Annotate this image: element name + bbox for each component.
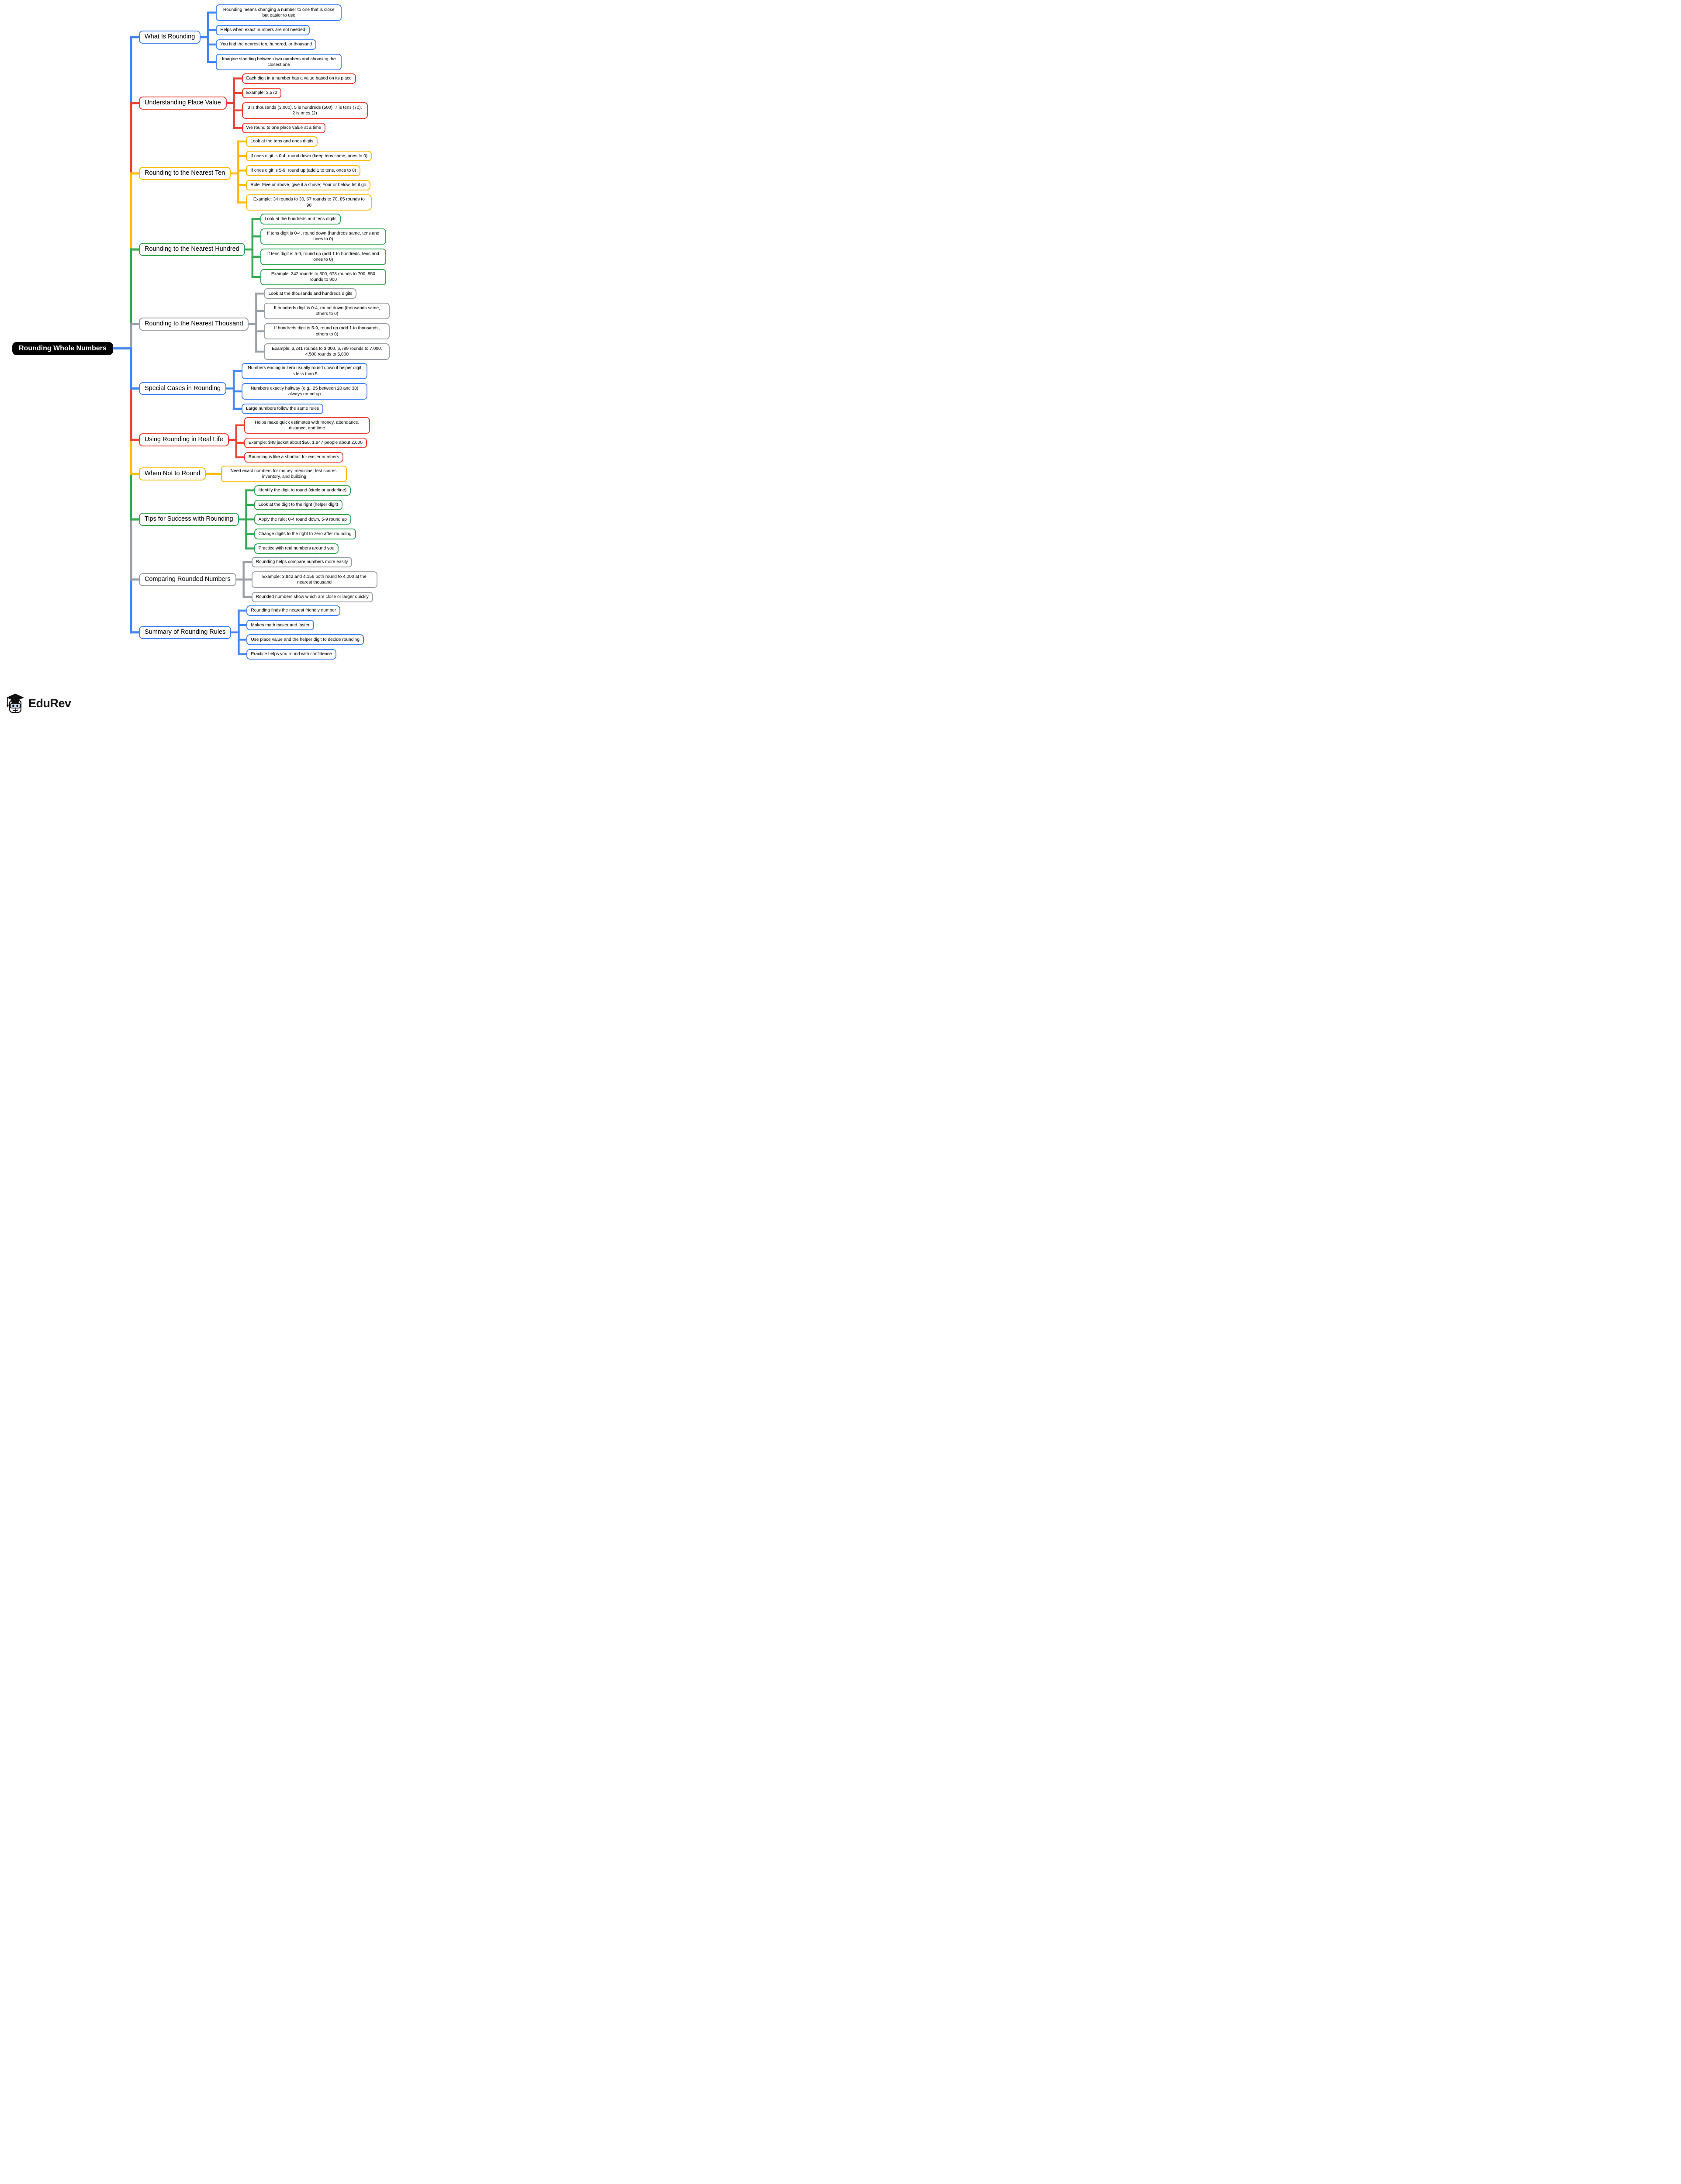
branch-label-special-cases-in-rounding[interactable]: Special Cases in Rounding bbox=[139, 382, 227, 395]
child-node[interactable]: Need exact numbers for money, medicine, … bbox=[221, 466, 347, 482]
children-of-comparing-rounded-numbers: Rounding helps compare numbers more easi… bbox=[251, 556, 377, 602]
child-node[interactable]: Apply the rule: 0-4 round down, 5-9 roun… bbox=[254, 514, 351, 525]
branch-special-cases-in-rounding: Special Cases in Rounding Numbers ending … bbox=[139, 363, 390, 414]
central-topic[interactable]: Rounding Whole Numbers bbox=[12, 342, 113, 355]
child-node[interactable]: Look at the tens and ones digits bbox=[246, 136, 318, 147]
child-node[interactable]: Example: 342 rounds to 300, 678 rounds t… bbox=[260, 269, 386, 285]
children-of-using-rounding-in-real-life: Helps make quick estimates with money, a… bbox=[244, 417, 370, 463]
child-node[interactable]: Example: 3,241 rounds to 3,000, 6,789 ro… bbox=[264, 343, 390, 360]
connector-lines bbox=[112, 11, 266, 655]
child-node[interactable]: You find the nearest ten, hundred, or th… bbox=[216, 39, 317, 50]
children-of-rounding-to-the-nearest-ten: Look at the tens and ones digits If ones … bbox=[246, 136, 372, 211]
child-node[interactable]: If ones digit is 0-4, round down (keep t… bbox=[246, 151, 372, 162]
children-of-tips-for-success-with-rounding: Identify the digit to round (circle or u… bbox=[254, 485, 356, 554]
child-node[interactable]: Example: 3,842 and 4,156 both round to 4… bbox=[251, 571, 377, 588]
child-node[interactable]: Look at the thousands and hundreds digit… bbox=[264, 288, 357, 299]
child-node[interactable]: Helps make quick estimates with money, a… bbox=[244, 417, 370, 434]
child-node[interactable]: If hundreds digit is 5-9, round up (add … bbox=[264, 323, 390, 340]
child-node[interactable]: Makes math easier and faster bbox=[246, 620, 314, 631]
branch-summary-of-rounding-rules: Summary of Rounding Rules Rounding finds … bbox=[139, 605, 390, 660]
child-node[interactable]: Identify the digit to round (circle or u… bbox=[254, 485, 351, 496]
children-of-rounding-to-the-nearest-hundred: Look at the hundreds and tens digits If t… bbox=[260, 214, 386, 285]
branch-rounding-to-the-nearest-ten: Rounding to the Nearest Ten Look at the t… bbox=[139, 136, 390, 211]
child-node[interactable]: Numbers ending in zero usually round dow… bbox=[242, 363, 368, 380]
child-node[interactable]: Rule: Five or above, give it a shove; Fo… bbox=[246, 180, 371, 190]
branch-label-when-not-to-round[interactable]: When Not to Round bbox=[139, 467, 206, 480]
child-node[interactable]: Example: 3,572 bbox=[242, 87, 282, 98]
child-node[interactable]: Each digit in a number has a value based… bbox=[242, 73, 356, 84]
child-node[interactable]: Rounding finds the nearest friendly numb… bbox=[246, 605, 341, 616]
children-of-summary-of-rounding-rules: Rounding finds the nearest friendly numb… bbox=[246, 605, 364, 660]
branch-comparing-rounded-numbers: Comparing Rounded Numbers Rounding helps … bbox=[139, 556, 390, 602]
child-node[interactable]: Rounding means changing a number to one … bbox=[216, 4, 342, 21]
branch-rounding-to-the-nearest-thousand: Rounding to the Nearest Thousand Look at … bbox=[139, 288, 390, 360]
branch-label-summary-of-rounding-rules[interactable]: Summary of Rounding Rules bbox=[139, 625, 232, 639]
child-node[interactable]: Rounded numbers show which are close or … bbox=[251, 591, 373, 602]
branch-rounding-to-the-nearest-hundred: Rounding to the Nearest Hundred Look at t… bbox=[139, 214, 390, 285]
children-of-when-not-to-round: Need exact numbers for money, medicine, … bbox=[221, 466, 347, 482]
child-node[interactable]: Numbers exactly halfway (e.g., 25 betwee… bbox=[242, 383, 368, 400]
child-node[interactable]: Practice with real numbers around you bbox=[254, 543, 339, 554]
edurev-logo-text: EduRev bbox=[28, 696, 71, 710]
child-node[interactable]: Rounding helps compare numbers more easi… bbox=[251, 556, 353, 567]
branch-label-rounding-to-the-nearest-hundred[interactable]: Rounding to the Nearest Hundred bbox=[139, 243, 245, 256]
child-node[interactable]: Helps when exact numbers are not needed bbox=[216, 24, 310, 35]
children-of-understanding-place-value: Each digit in a number has a value based… bbox=[242, 73, 368, 133]
child-node[interactable]: 3 is thousands (3,000), 5 is hundreds (5… bbox=[242, 102, 368, 119]
child-node[interactable]: If tens digit is 0-4, round down (hundre… bbox=[260, 228, 386, 245]
branch-understanding-place-value: Understanding Place Value Each digit in a… bbox=[139, 73, 390, 133]
child-node[interactable]: If hundreds digit is 0-4, round down (th… bbox=[264, 303, 390, 319]
child-node[interactable]: Example: 34 rounds to 30, 67 rounds to 7… bbox=[246, 194, 372, 211]
branch-label-using-rounding-in-real-life[interactable]: Using Rounding in Real Life bbox=[139, 433, 229, 446]
edurev-logo: EduRev bbox=[6, 693, 71, 713]
child-node[interactable]: Look at the digit to the right (helper d… bbox=[254, 499, 342, 510]
children-of-rounding-to-the-nearest-thousand: Look at the thousands and hundreds digit… bbox=[264, 288, 390, 360]
children-of-what-is-rounding: Rounding means changing a number to one … bbox=[216, 4, 342, 70]
branch-label-tips-for-success-with-rounding[interactable]: Tips for Success with Rounding bbox=[139, 513, 239, 526]
branch-using-rounding-in-real-life: Using Rounding in Real Life Helps make qu… bbox=[139, 417, 390, 463]
child-node[interactable]: Look at the hundreds and tens digits bbox=[260, 214, 341, 225]
branch-label-what-is-rounding[interactable]: What Is Rounding bbox=[139, 31, 201, 44]
branch-tips-for-success-with-rounding: Tips for Success with Rounding Identify t… bbox=[139, 485, 390, 554]
branch-when-not-to-round: When Not to Round Need exact numbers for … bbox=[139, 466, 390, 482]
child-node[interactable]: Example: $48 jacket about $50, 1,847 peo… bbox=[244, 437, 367, 448]
branch-label-rounding-to-the-nearest-ten[interactable]: Rounding to the Nearest Ten bbox=[139, 167, 231, 180]
child-node[interactable]: If tens digit is 5-9, round up (add 1 to… bbox=[260, 249, 386, 265]
child-node[interactable]: Rounding is like a shortcut for easier n… bbox=[244, 452, 343, 463]
child-node[interactable]: Use place value and the helper digit to … bbox=[246, 634, 364, 645]
branch-label-comparing-rounded-numbers[interactable]: Comparing Rounded Numbers bbox=[139, 573, 236, 586]
branch-label-rounding-to-the-nearest-thousand[interactable]: Rounding to the Nearest Thousand bbox=[139, 318, 249, 331]
children-of-special-cases-in-rounding: Numbers ending in zero usually round dow… bbox=[242, 363, 368, 414]
child-node[interactable]: Imagine standing between two numbers and… bbox=[216, 54, 342, 70]
branch-what-is-rounding: What Is Rounding Rounding means changing … bbox=[139, 4, 390, 70]
branch-label-understanding-place-value[interactable]: Understanding Place Value bbox=[139, 97, 227, 110]
child-node[interactable]: We round to one place value at a time bbox=[242, 122, 326, 133]
edurev-mascot-icon bbox=[7, 694, 24, 713]
branches-container: What Is Rounding Rounding means changing … bbox=[139, 4, 390, 660]
child-node[interactable]: Large numbers follow the same rules bbox=[242, 403, 324, 414]
child-node[interactable]: If ones digit is 5-9, round up (add 1 to… bbox=[246, 165, 361, 176]
child-node[interactable]: Change digits to the right to zero after… bbox=[254, 529, 356, 539]
child-node[interactable]: Practice helps you round with confidence bbox=[246, 649, 336, 660]
